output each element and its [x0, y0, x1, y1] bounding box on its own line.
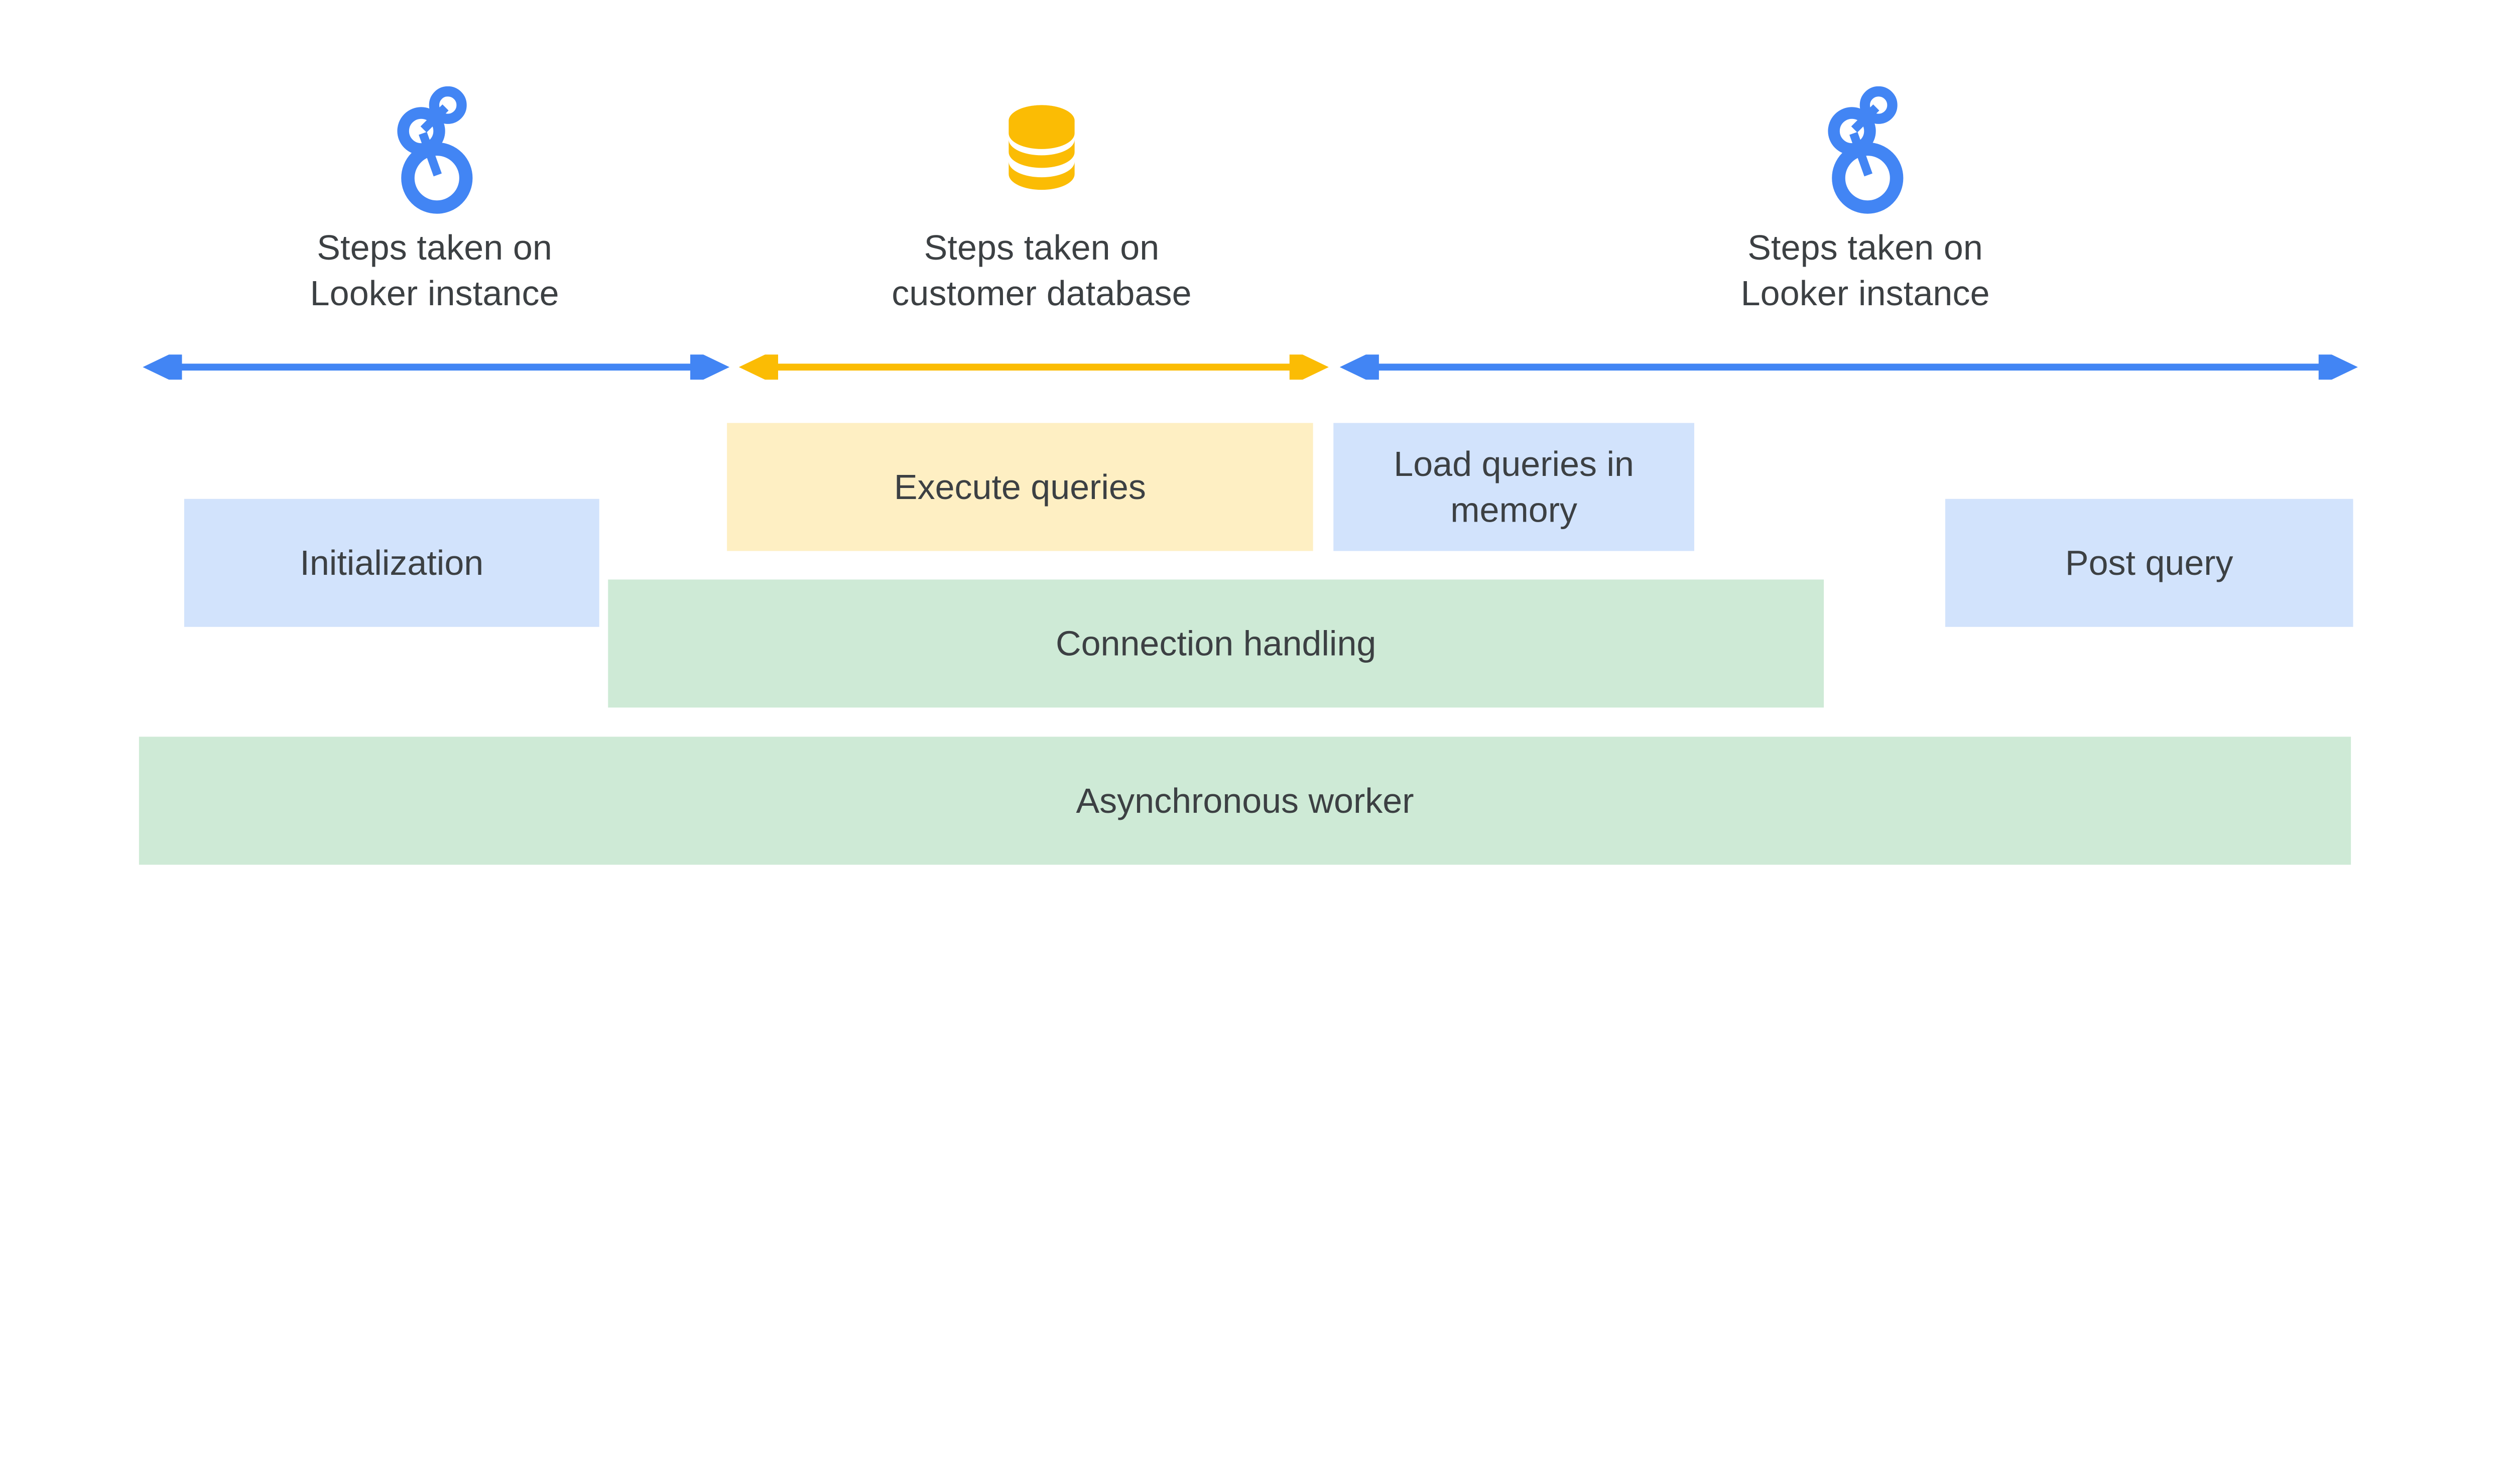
box-asynchronous-worker[interactable]: Asynchronous worker — [139, 736, 2351, 865]
phase-looker-left: Steps taken on Looker instance — [152, 85, 717, 316]
box-label: Asynchronous worker — [1076, 781, 1414, 820]
phase-caption: Steps taken on Looker instance — [1740, 227, 1990, 313]
phase-customer-db: Steps taken on customer database — [760, 85, 1324, 316]
looker-logo-icon — [368, 85, 500, 217]
phase-caption: Steps taken on customer database — [892, 227, 1192, 313]
box-label: Initialization — [300, 543, 484, 583]
box-label: Post query — [2065, 543, 2233, 583]
diagram-canvas: Steps taken on Looker instance Steps tak… — [139, 85, 2358, 865]
phase-looker-right: Steps taken on Looker instance — [1583, 85, 2148, 316]
range-arrow-looker-left — [143, 354, 730, 380]
box-label: Connection handling — [1056, 624, 1376, 663]
database-icon — [976, 85, 1108, 217]
box-execute-queries[interactable]: Execute queries — [727, 423, 1313, 551]
looker-logo-icon — [1799, 85, 1931, 217]
phase-caption: Steps taken on Looker instance — [310, 227, 559, 313]
box-post-query[interactable]: Post query — [1945, 499, 2353, 627]
box-load-queries-memory[interactable]: Load queries in memory — [1333, 423, 1694, 551]
box-label: Execute queries — [894, 467, 1146, 507]
box-label: Load queries in memory — [1394, 444, 1634, 530]
box-initialization[interactable]: Initialization — [184, 499, 599, 627]
box-connection-handling[interactable]: Connection handling — [608, 579, 1824, 708]
range-arrow-looker-right — [1339, 354, 2358, 380]
range-arrow-customer-db — [738, 354, 1329, 380]
